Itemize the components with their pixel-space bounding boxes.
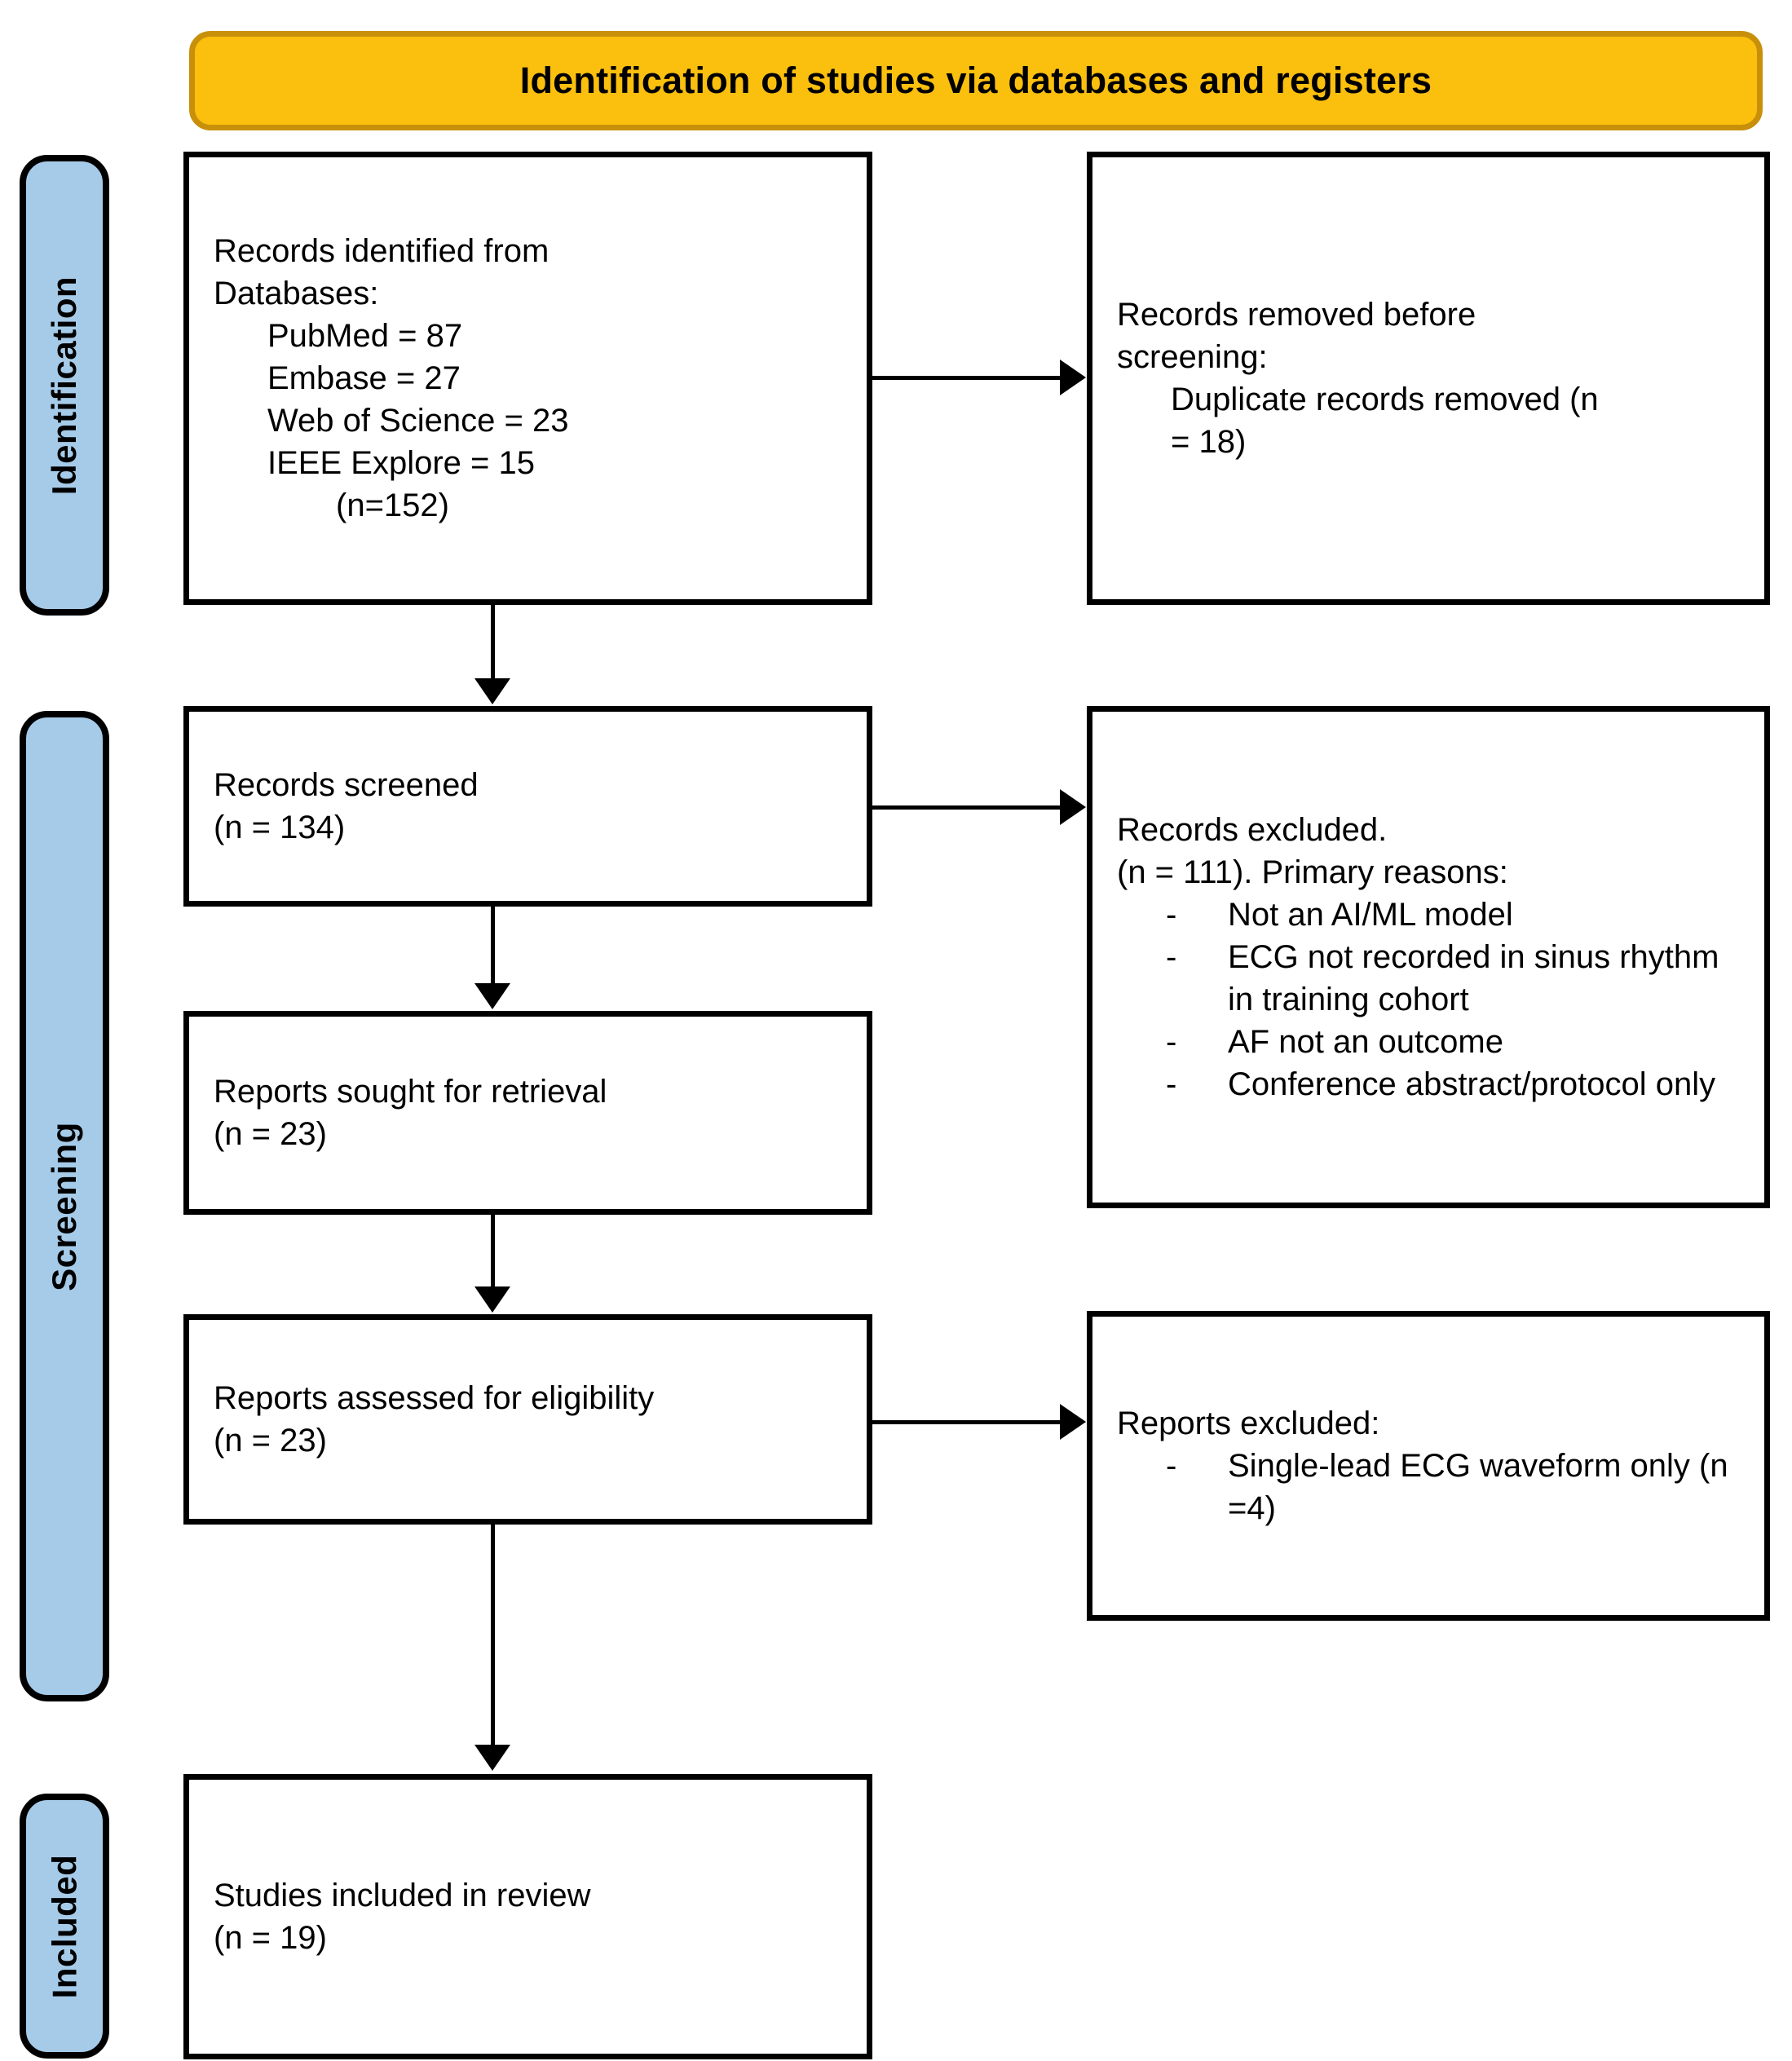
bullet-dash-icon: - xyxy=(1166,1024,1177,1060)
studies-included-count: (n = 19) xyxy=(214,1920,327,1956)
arrowhead-screened-to-excluded xyxy=(1060,789,1086,825)
records-excluded-subtitle: (n = 111). Primary reasons: xyxy=(1117,854,1508,890)
source-pubmed: PubMed = 87 xyxy=(267,318,463,354)
studies-included-title: Studies included in review xyxy=(214,1878,591,1913)
reports-assessed-title: Reports assessed for eligibility xyxy=(214,1380,655,1416)
duplicate-records-removed-line2: = 18) xyxy=(1171,424,1247,460)
exclusion-reason-4-text: Conference abstract/protocol only xyxy=(1228,1066,1716,1102)
records-removed-line2-plain: : xyxy=(1258,339,1268,375)
stage-label-identification: Identification xyxy=(20,155,109,616)
exclusion-reason-3-text: AF not an outcome xyxy=(1228,1024,1503,1060)
stage-label-identification-text: Identification xyxy=(45,276,83,495)
records-identified-title: Records identified from xyxy=(214,233,550,269)
arrowhead-sought-to-assessed xyxy=(474,1286,510,1313)
records-removed-line1: Records removed before xyxy=(1117,293,1740,336)
bullet-dash-icon: - xyxy=(1166,939,1177,975)
exclusion-reason-2: - ECG not recorded in sinus rhythm in tr… xyxy=(1117,936,1740,1021)
records-excluded-title: Records excluded. xyxy=(1117,812,1388,848)
connector-identified-to-screened xyxy=(491,605,495,680)
diagram-header-title: Identification of studies via databases … xyxy=(519,60,1432,102)
diagram-header-banner: Identification of studies via databases … xyxy=(189,31,1763,130)
arrowhead-assessed-to-included xyxy=(474,1745,510,1771)
arrowhead-assessed-to-reports-excluded xyxy=(1060,1404,1086,1440)
box-reports-assessed-for-eligibility: Reports assessed for eligibility (n = 23… xyxy=(183,1314,872,1525)
exclusion-reason-4: - Conference abstract/protocol only xyxy=(1117,1063,1740,1106)
reports-excluded-reason-1: - Single-lead ECG waveform only (n =4) xyxy=(1117,1445,1740,1529)
reports-sought-title: Reports sought for retrieval xyxy=(214,1074,607,1110)
arrowhead-identified-to-screened xyxy=(474,678,510,704)
stage-label-screening-text: Screening xyxy=(45,1121,84,1291)
records-removed-line2-italic: screening xyxy=(1117,339,1259,375)
connector-assessed-to-reports-excluded xyxy=(872,1420,1062,1424)
records-identified-subtitle: Databases: xyxy=(214,276,379,311)
connector-sought-to-assessed xyxy=(491,1215,495,1288)
source-embase: Embase = 27 xyxy=(267,360,461,396)
source-ieee-explore: IEEE Explore = 15 xyxy=(267,445,535,481)
records-removed-line1-italic: before xyxy=(1383,297,1476,333)
box-records-identified: Records identified from Databases: PubMe… xyxy=(183,152,872,605)
box-records-screened: Records screened (n = 134) xyxy=(183,706,872,907)
box-reports-excluded: Reports excluded: - Single-lead ECG wave… xyxy=(1087,1311,1770,1621)
bullet-dash-icon: - xyxy=(1166,897,1177,933)
stage-label-screening: Screening xyxy=(20,711,109,1701)
reports-assessed-count: (n = 23) xyxy=(214,1423,327,1459)
records-removed-line1-plain: Records removed xyxy=(1117,297,1384,333)
stage-label-included: Included xyxy=(20,1794,109,2059)
box-records-excluded: Records excluded. (n = 111). Primary rea… xyxy=(1087,706,1770,1208)
reports-sought-count: (n = 23) xyxy=(214,1116,327,1152)
box-studies-included-in-review: Studies included in review (n = 19) xyxy=(183,1774,872,2059)
records-removed-line2: screening: xyxy=(1117,336,1740,378)
box-records-removed-before-screening: Records removed before screening: Duplic… xyxy=(1087,152,1770,605)
exclusion-reason-2-text: ECG not recorded in sinus rhythm in trai… xyxy=(1228,939,1719,1017)
connector-assessed-to-included xyxy=(491,1525,495,1746)
records-screened-title: Records screened xyxy=(214,767,479,803)
arrowhead-identified-to-removed xyxy=(1060,360,1086,395)
bullet-dash-icon: - xyxy=(1166,1066,1177,1102)
duplicate-records-removed-line1: Duplicate records removed (n xyxy=(1171,382,1599,417)
reports-excluded-reason-1-text: Single-lead ECG waveform only (n =4) xyxy=(1228,1448,1728,1526)
exclusion-reason-3: - AF not an outcome xyxy=(1117,1021,1740,1063)
records-identified-total: (n=152) xyxy=(336,488,449,523)
source-web-of-science: Web of Science = 23 xyxy=(267,403,569,439)
arrowhead-screened-to-sought xyxy=(474,983,510,1009)
connector-identified-to-removed xyxy=(872,376,1062,380)
bullet-dash-icon: - xyxy=(1166,1448,1177,1484)
stage-label-included-text: Included xyxy=(45,1854,83,1998)
exclusion-reason-1-text: Not an AI/ML model xyxy=(1228,897,1513,933)
records-screened-count: (n = 134) xyxy=(214,810,346,845)
box-reports-sought-for-retrieval: Reports sought for retrieval (n = 23) xyxy=(183,1011,872,1215)
connector-screened-to-sought xyxy=(491,907,495,985)
reports-excluded-title: Reports excluded: xyxy=(1117,1406,1380,1441)
exclusion-reason-1: - Not an AI/ML model xyxy=(1117,894,1740,936)
connector-screened-to-excluded xyxy=(872,805,1062,810)
